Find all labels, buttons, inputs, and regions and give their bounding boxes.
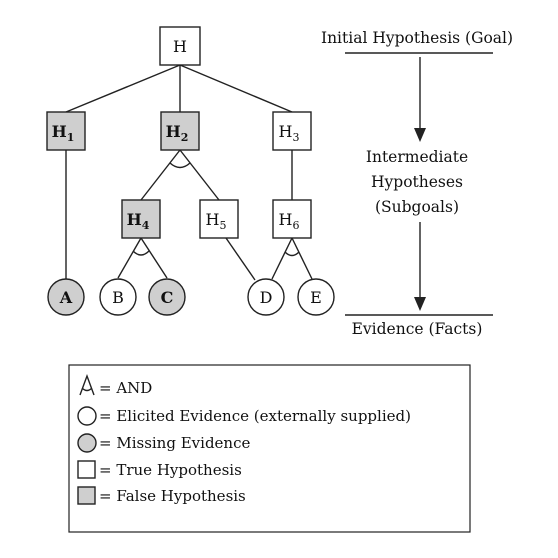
node-label: H5 — [206, 210, 227, 232]
edge-h2-h4 — [140, 149, 181, 201]
edge-h2-h5 — [179, 149, 220, 201]
and-symbol-icon — [79, 373, 95, 396]
elicited-evidence-circle — [247, 278, 285, 316]
evidence-label: Evidence (Facts) — [352, 320, 483, 338]
legend-text: = True Hypothesis — [99, 461, 242, 479]
node-label: H2 — [166, 122, 189, 144]
node-label: C — [161, 288, 174, 307]
legend-item-missing: = Missing Evidence — [77, 433, 250, 453]
edge-root-h1 — [65, 64, 181, 113]
node-h3: H3 — [272, 111, 312, 151]
elicited-evidence-circle — [99, 278, 137, 316]
open-square-icon — [77, 460, 96, 479]
edge-h5-d — [225, 237, 256, 281]
legend-text: = Missing Evidence — [99, 434, 250, 452]
legend-item-true: = True Hypothesis — [77, 460, 242, 479]
reasoning-direction-annotation: Initial Hypothesis (Goal) Intermediate H… — [321, 29, 513, 338]
evidence-e: E — [297, 278, 335, 316]
true-hypothesis-box — [159, 26, 201, 66]
true-hypothesis-box — [272, 111, 312, 151]
tree-edges — [65, 64, 313, 281]
node-label: H3 — [279, 122, 300, 144]
edge-h6-d — [271, 237, 293, 280]
node-label: D — [260, 288, 273, 307]
open-circle-icon — [77, 406, 97, 426]
and-arc-h2 — [169, 162, 191, 169]
node-root: H — [159, 26, 201, 66]
legend-item-false: = False Hypothesis — [77, 486, 246, 505]
legend-text: = Elicited Evidence (externally supplied… — [99, 407, 411, 425]
edge-h4-b — [117, 237, 142, 279]
arrow-head-upper-icon — [414, 128, 426, 142]
node-h6: H6 — [272, 199, 312, 239]
shaded-circle-icon — [77, 433, 97, 453]
intermediate-line-1: Intermediate — [366, 148, 468, 166]
node-h4: H4 — [121, 199, 161, 239]
node-h2: H2 — [160, 111, 200, 151]
node-label: B — [112, 288, 124, 307]
node-label: H1 — [52, 122, 75, 144]
true-hypothesis-box — [272, 199, 312, 239]
node-h5: H5 — [199, 199, 239, 239]
legend-text: = False Hypothesis — [99, 487, 246, 505]
edge-h6-e — [291, 237, 313, 280]
node-label: H6 — [279, 210, 300, 232]
intermediate-line-2: Hypotheses — [371, 173, 463, 191]
and-arc-h4 — [132, 250, 150, 256]
evidence-a: A — [47, 278, 85, 316]
false-hypothesis-box — [46, 111, 86, 151]
false-hypothesis-box — [160, 111, 200, 151]
node-label: A — [59, 288, 73, 307]
goal-label: Initial Hypothesis (Goal) — [321, 29, 513, 47]
node-label: E — [310, 288, 322, 307]
edge-root-h3 — [179, 64, 293, 113]
evidence-d: D — [247, 278, 285, 316]
intermediate-line-3: (Subgoals) — [375, 198, 459, 216]
arrow-head-lower-icon — [414, 297, 426, 311]
evidence-c: C — [148, 278, 186, 316]
node-h1: H1 — [46, 111, 86, 151]
edge-h4-c — [140, 237, 168, 279]
and-arc-h6 — [284, 251, 300, 257]
true-hypothesis-box — [199, 199, 239, 239]
node-label: H4 — [127, 210, 150, 232]
legend: = AND = Elicited Evidence (externally su… — [68, 364, 471, 533]
legend-item-and: = AND — [79, 373, 152, 397]
legend-frame — [68, 364, 471, 533]
missing-evidence-circle — [47, 278, 85, 316]
node-label: H — [173, 37, 187, 56]
elicited-evidence-circle — [297, 278, 335, 316]
legend-item-elicited: = Elicited Evidence (externally supplied… — [77, 406, 411, 426]
false-hypothesis-box — [121, 199, 161, 239]
missing-evidence-circle — [148, 278, 186, 316]
shaded-square-icon — [77, 486, 96, 505]
evidence-b: B — [99, 278, 137, 316]
legend-text: = AND — [99, 379, 152, 397]
